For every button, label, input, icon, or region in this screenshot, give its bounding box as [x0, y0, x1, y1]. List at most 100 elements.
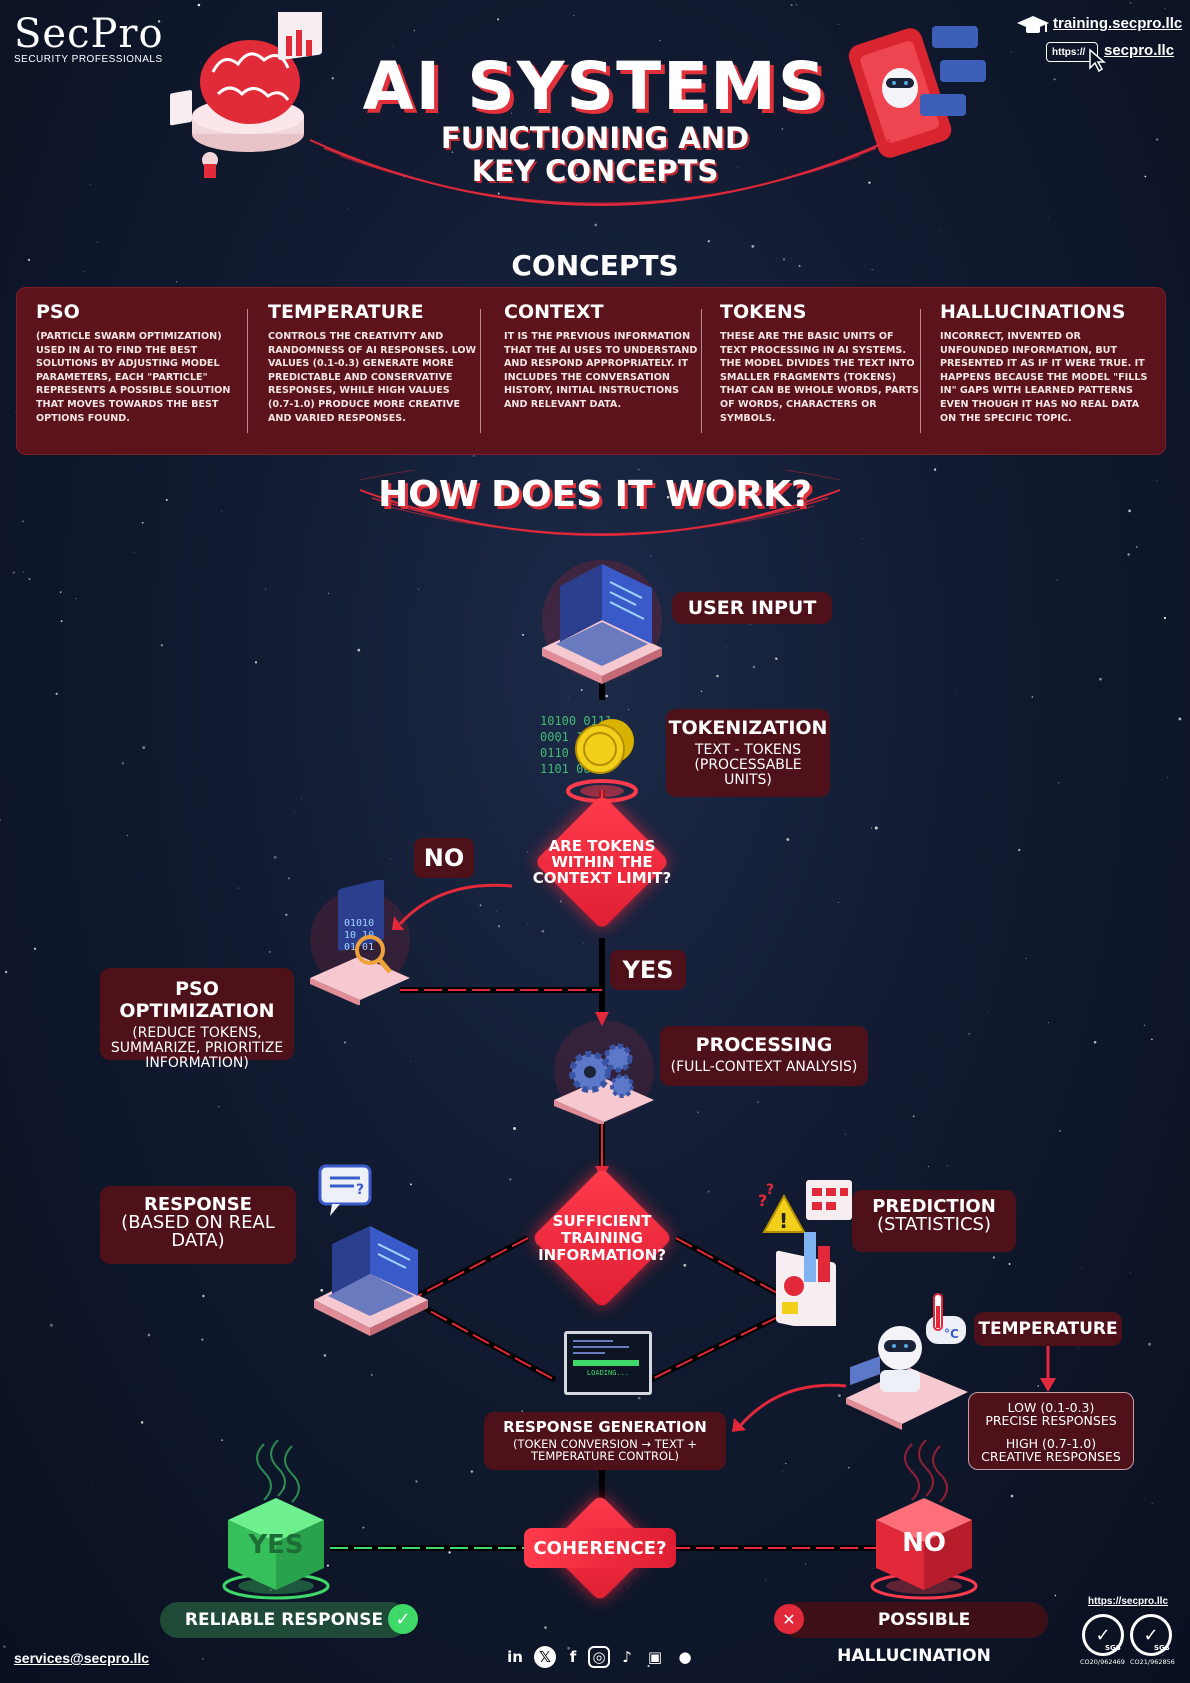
github-icon[interactable]: ● [678, 1648, 692, 1666]
concept-body: INCORRECT, INVENTED OR UNFOUNDED INFORMA… [940, 331, 1148, 424]
cursor-icon [1088, 48, 1107, 76]
training-q-line-2: TRAINING [561, 1228, 643, 1247]
cert1-code: CO20/962469 [1080, 1658, 1125, 1666]
linkedin-icon[interactable]: in [507, 1648, 523, 1666]
training-site-link[interactable]: training.secpro.llc [1053, 15, 1183, 32]
pso-line-3: INFORMATION) [145, 1055, 249, 1071]
gears-processing-illustration [554, 1020, 654, 1124]
terminal-screen: LOADING... [564, 1331, 652, 1395]
prediction-box: PREDICTION (STATISTICS) [852, 1190, 1016, 1252]
concepts-panel: PSO (PARTICLE SWARM OPTIMIZATION) USED I… [16, 287, 1166, 455]
temperature-values-box: LOW (0.1-0.3) PRECISE RESPONSES HIGH (0.… [968, 1392, 1134, 1470]
concept-body: (PARTICLE SWARM OPTIMIZATION) USED IN AI… [36, 331, 231, 424]
concept-divider [247, 309, 248, 433]
page-title: AI SYSTEMS [362, 48, 828, 125]
main-site-link[interactable]: secpro.llc [1104, 42, 1175, 59]
processing-box: PROCESSING (FULL-CONTEXT ANALYSIS) [660, 1026, 868, 1086]
yes-label: YES [610, 950, 686, 990]
processing-sub: (FULL-CONTEXT ANALYSIS) [670, 1059, 858, 1075]
svg-text:01010: 01010 [344, 918, 374, 929]
prediction-charts-illustration: ! ? ? [758, 1180, 852, 1326]
header-arc-decoration [309, 139, 891, 206]
user-input-title: USER INPUT [687, 597, 817, 619]
cert1-label: SGS [1105, 1644, 1121, 1652]
reliable-response-text: RELIABLE RESPONSE [184, 1610, 384, 1630]
concept-body: IT IS THE PREVIOUS INFORMATION THAT THE … [504, 331, 698, 410]
svg-text:10 10: 10 10 [344, 930, 374, 941]
instagram-icon[interactable]: ◎ [588, 1646, 610, 1668]
laptop-input-illustration [542, 560, 662, 684]
secpro-logo: SecPro SECURITY PROFESSIONALS [14, 14, 164, 65]
temperature-title: TEMPERATURE [978, 1319, 1118, 1339]
reliable-response-pill: RELIABLE RESPONSE [160, 1602, 408, 1638]
tiktok-icon[interactable]: ♪ [622, 1648, 632, 1666]
pso-line-2: SUMMARIZE, PRIORITIZE [110, 1040, 284, 1056]
flow-heading-arc [359, 470, 841, 536]
temperature-label-box: TEMPERATURE [974, 1312, 1122, 1346]
red-cube-illustration [870, 1440, 978, 1600]
temp-high-desc: CREATIVE RESPONSES [981, 1449, 1121, 1464]
brand-name: SecPro [14, 11, 164, 57]
concept-body: THESE ARE THE BASIC UNITS OF TEXT PROCES… [720, 331, 919, 424]
response-generation-box: RESPONSE GENERATION (TOKEN CONVERSION → … [484, 1412, 726, 1470]
concept-title: CONTEXT [504, 301, 604, 323]
decision-text: ARE TOKENS WITHIN THE CONTEXT LIMIT? [530, 828, 674, 896]
contact-email[interactable]: services@secpro.llc [14, 1650, 150, 1666]
robot-phone-illustration [848, 26, 986, 158]
decision-text: SUFFICIENT TRAINING INFORMATION? [528, 1202, 676, 1274]
check-icon: ✓ [388, 1604, 418, 1634]
generation-line-2: TEMPERATURE CONTROL) [531, 1449, 679, 1463]
context-q-line-2: WITHIN THE [551, 853, 653, 871]
concept-body: CONTROLS THE CREATIVITY AND RANDOMNESS O… [268, 331, 477, 424]
concept-title: TEMPERATURE [268, 301, 424, 323]
response-real-data-box: RESPONSE (BASED ON REAL DATA) [100, 1186, 296, 1264]
url-bar-badge: https:// [1046, 42, 1098, 62]
certification-badge-icon: ✓ [1082, 1614, 1124, 1656]
terminal-progress-bar [573, 1360, 639, 1366]
no-cube-label: NO [902, 1528, 946, 1558]
svg-text:?: ? [766, 1182, 774, 1198]
tokenization-line-1: TEXT - TOKENS [694, 742, 802, 758]
concept-temperature: TEMPERATURE CONTROLS THE CREATIVITY AND … [268, 301, 478, 441]
x-twitter-icon[interactable]: 𝕏 [534, 1646, 556, 1668]
laptop-response-illustration: ? [314, 1164, 428, 1336]
tokenization-line-2: (PROCESSABLE [694, 757, 802, 773]
cross-icon: ✕ [774, 1604, 804, 1634]
concept-hallucinations: HALLUCINATIONS INCORRECT, INVENTED OR UN… [940, 301, 1150, 441]
concept-title: HALLUCINATIONS [940, 301, 1126, 323]
messenger-icon[interactable]: ▣ [647, 1648, 663, 1666]
cert-url-link[interactable]: https://secpro.llc [1088, 1596, 1169, 1607]
training-q-line-3: INFORMATION? [538, 1245, 666, 1264]
concept-divider [701, 309, 702, 433]
prediction-sub: (STATISTICS) [876, 1214, 991, 1235]
concept-divider [920, 309, 921, 433]
cert2-label: SGS [1154, 1644, 1170, 1652]
possible-hallucination-pill: POSSIBLE HALLUCINATION [780, 1602, 1048, 1666]
concept-context: CONTEXT IT IS THE PREVIOUS INFORMATION T… [504, 301, 704, 441]
brain-illustration [170, 12, 322, 178]
svg-text:°C: °C [944, 1327, 959, 1341]
pso-line-1: (REDUCE TOKENS, [132, 1025, 262, 1041]
context-q-line-3: CONTEXT LIMIT? [532, 869, 672, 887]
no-label: NO [414, 838, 474, 878]
magnifier-binary-illustration: 01010 10 10 01 01 [310, 880, 410, 1005]
coherence-text: COHERENCE? [533, 1537, 667, 1559]
response-real-line-2: (BASED ON REAL [121, 1212, 275, 1233]
coherence-bar [524, 1528, 676, 1568]
temp-low-desc: PRECISE RESPONSES [985, 1413, 1117, 1428]
tokenization-line-3: UNITS) [724, 772, 772, 788]
svg-text:?: ? [356, 1182, 364, 1198]
tokenization-box: TOKENIZATION TEXT - TOKENS (PROCESSABLE … [666, 709, 830, 797]
prediction-title: PREDICTION [872, 1196, 996, 1217]
processing-title: PROCESSING [695, 1034, 833, 1056]
tokenization-title: TOKENIZATION [668, 717, 828, 739]
response-real-line-3: DATA) [171, 1230, 225, 1251]
context-q-line-1: ARE TOKENS [548, 837, 656, 855]
training-q-line-1: SUFFICIENT [552, 1211, 652, 1230]
concept-divider [480, 309, 481, 433]
user-input-label: USER INPUT [672, 592, 832, 624]
facebook-icon[interactable]: f [569, 1648, 577, 1666]
generation-title: RESPONSE GENERATION [503, 1418, 707, 1436]
certification-badge-icon: ✓ [1130, 1614, 1172, 1656]
terminal-loading-text: LOADING... [586, 1369, 630, 1377]
